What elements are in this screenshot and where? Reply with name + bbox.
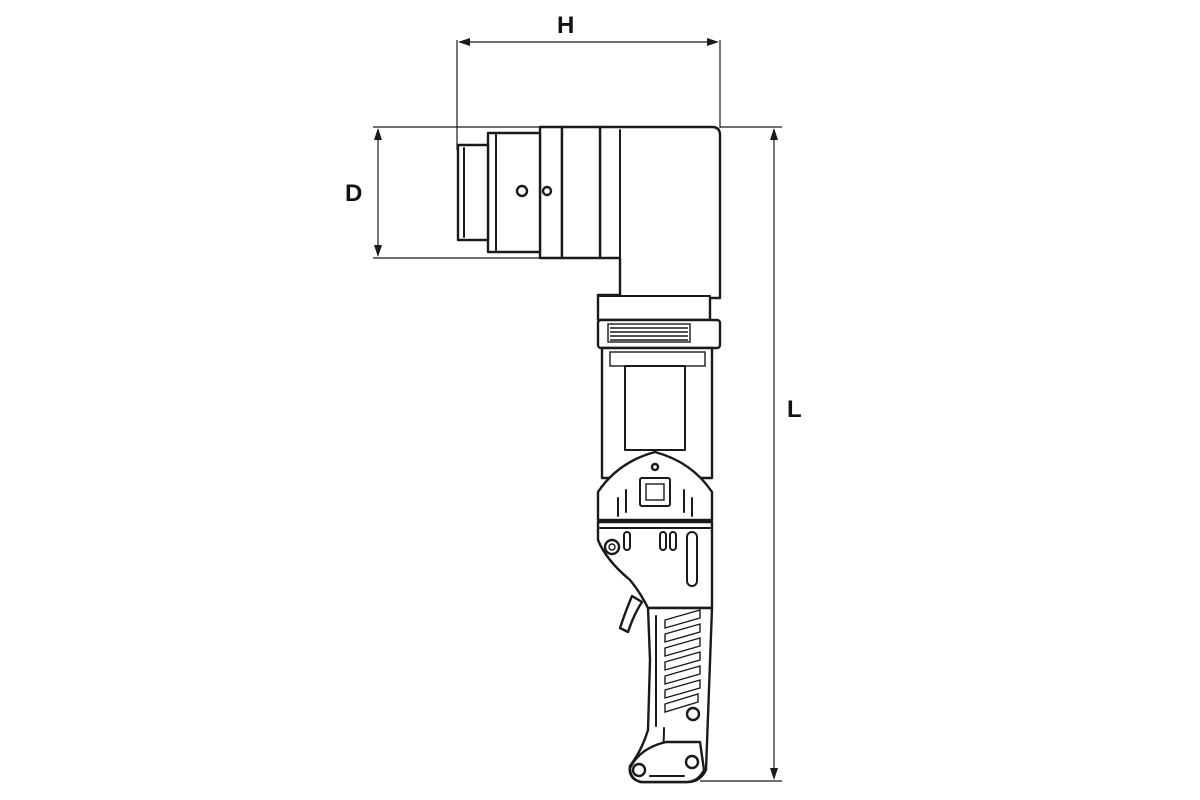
l-label: L	[787, 396, 802, 423]
trigger[interactable]	[618, 594, 644, 634]
grip-rib	[664, 609, 701, 629]
vent-grille	[607, 323, 691, 343]
dimension-h: H	[456, 12, 721, 150]
d-arrow-bottom	[374, 245, 382, 257]
l-arrow-top	[770, 128, 778, 140]
grip-rib	[664, 693, 699, 713]
grip-vent-long	[686, 531, 698, 587]
dimension-d: D	[345, 126, 545, 259]
grip-upper-body	[596, 520, 714, 610]
grip-texture	[664, 609, 701, 713]
direction-switch	[603, 538, 621, 556]
l-arrow-bottom	[770, 768, 778, 780]
d-arrow-top	[374, 128, 382, 140]
grip-vent-1	[623, 531, 631, 551]
grip-rib	[664, 679, 701, 699]
handle-screw-upper	[685, 706, 701, 722]
collar-ring	[560, 125, 602, 260]
grip-vent-2	[659, 531, 667, 551]
grip-rib	[664, 623, 701, 643]
square-drive	[456, 143, 490, 242]
h-arrow-right	[707, 38, 719, 46]
battery-base	[628, 740, 706, 784]
grip-rib	[664, 651, 701, 671]
collar-screw-2	[541, 185, 553, 197]
motor-window	[624, 365, 686, 451]
grip-vent-3	[669, 531, 677, 551]
tool-body	[456, 125, 722, 784]
dimension-l: L	[700, 126, 802, 782]
base-screw-left	[631, 762, 647, 778]
base-screw-right	[684, 754, 700, 770]
indicator-led	[650, 462, 660, 472]
gear-head-housing	[596, 125, 722, 322]
display-screen	[645, 483, 665, 501]
h-arrow-left	[458, 38, 470, 46]
h-label: H	[557, 12, 574, 39]
d-label: D	[345, 180, 362, 207]
display-frame	[639, 477, 671, 507]
direction-switch-inner	[608, 543, 616, 551]
collar-screw-1	[515, 184, 529, 198]
grip-rib	[664, 665, 701, 685]
grip-rib	[664, 637, 701, 657]
